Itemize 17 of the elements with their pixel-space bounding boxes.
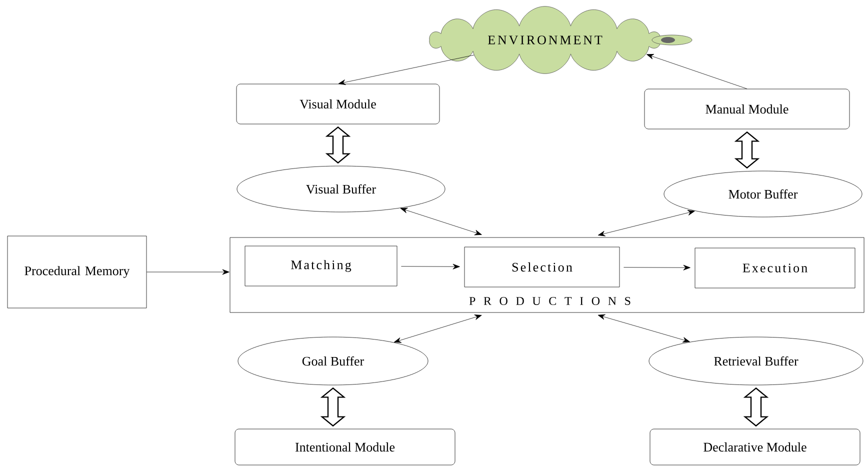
module-box: Manual Module bbox=[644, 88, 850, 130]
process-box: Execution bbox=[694, 248, 856, 288]
module-box: Intentional Module bbox=[234, 428, 456, 466]
arrow bbox=[646, 54, 748, 89]
memory-box: Procedural Memory bbox=[7, 236, 147, 308]
arrow bbox=[598, 210, 695, 236]
arrow bbox=[146, 269, 230, 275]
module-box: Declarative Module bbox=[650, 428, 860, 466]
process-box: Selection bbox=[464, 246, 620, 288]
module-box: Visual Module bbox=[236, 84, 440, 124]
arrow bbox=[338, 54, 474, 85]
arrow bbox=[394, 314, 482, 343]
process-box: Matching bbox=[244, 246, 398, 286]
arrow bbox=[401, 264, 460, 270]
arrow bbox=[400, 208, 482, 236]
arrow bbox=[598, 314, 690, 342]
arrow bbox=[624, 264, 690, 270]
